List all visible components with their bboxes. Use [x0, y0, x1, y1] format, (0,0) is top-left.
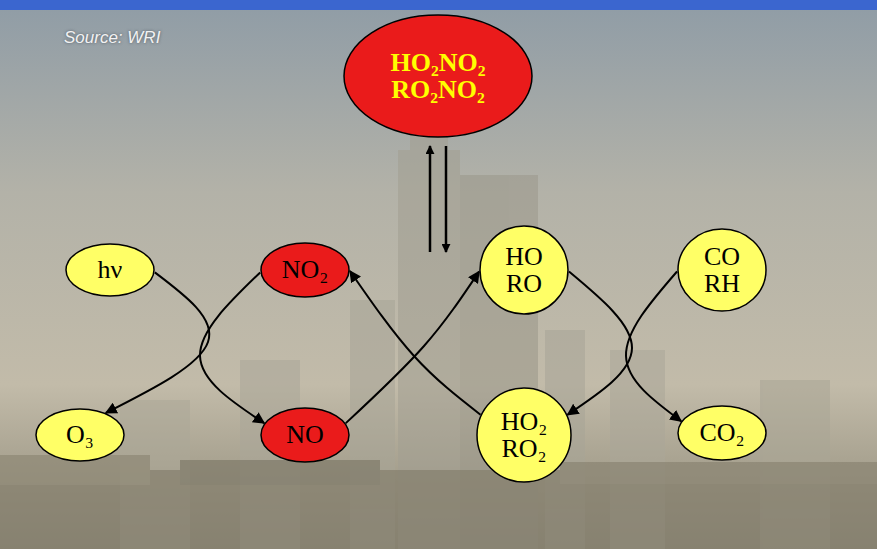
source-watermark: Source: WRI — [64, 28, 160, 48]
ellipse-body: CO₂ — [677, 405, 767, 461]
ellipse-fill — [480, 226, 568, 314]
species-name: CO₂ — [699, 419, 744, 446]
species-name: CO RH — [704, 243, 740, 298]
reaction-arrow — [626, 271, 681, 421]
species-ellipse: O₃ — [35, 408, 125, 462]
species-ellipse: HO₂NO₂ RO₂NO₂ — [343, 14, 533, 138]
species-ellipse: CO RH — [677, 228, 767, 312]
reaction-arrow — [568, 272, 632, 415]
ellipse-body: NO₂ — [260, 242, 350, 298]
ellipse-body: O₃ — [35, 408, 125, 462]
ellipse-body: hν — [65, 243, 155, 297]
species-ellipse: NO — [260, 407, 350, 463]
ellipse-fill — [678, 406, 766, 460]
ellipse-fill — [261, 243, 349, 297]
top-band — [0, 0, 877, 10]
ellipse-body: HO₂NO₂ RO₂NO₂ — [343, 14, 533, 138]
species-ellipse: HO₂ RO₂ — [476, 387, 572, 483]
ellipse-body: NO — [260, 407, 350, 463]
species-ellipse: HO RO — [479, 225, 569, 315]
reaction-arrow — [350, 271, 481, 415]
ellipse-fill — [66, 244, 154, 296]
species-name: HO₂NO₂ RO₂NO₂ — [390, 49, 485, 104]
ellipse-body: CO RH — [677, 228, 767, 312]
ellipse-fill — [477, 388, 571, 482]
species-ellipse: hν — [65, 243, 155, 297]
ellipse-body: HO RO — [479, 225, 569, 315]
species-name: NO — [286, 421, 324, 448]
species-name: HO RO — [505, 243, 543, 298]
ellipse-fill — [678, 229, 766, 311]
ellipse-body: HO₂ RO₂ — [476, 387, 572, 483]
species-name: NO₂ — [282, 256, 329, 283]
city-ground — [0, 455, 877, 549]
species-name: O₃ — [66, 421, 94, 448]
species-ellipse: CO₂ — [677, 405, 767, 461]
reaction-arrow — [200, 272, 264, 423]
species-ellipse: NO₂ — [260, 242, 350, 298]
ellipse-fill — [36, 409, 124, 461]
species-name: hν — [98, 256, 123, 283]
equilibrium-arrows — [430, 146, 446, 252]
ellipse-fill — [261, 408, 349, 462]
ellipse-fill — [344, 15, 532, 137]
species-name: HO₂ RO₂ — [501, 408, 548, 463]
